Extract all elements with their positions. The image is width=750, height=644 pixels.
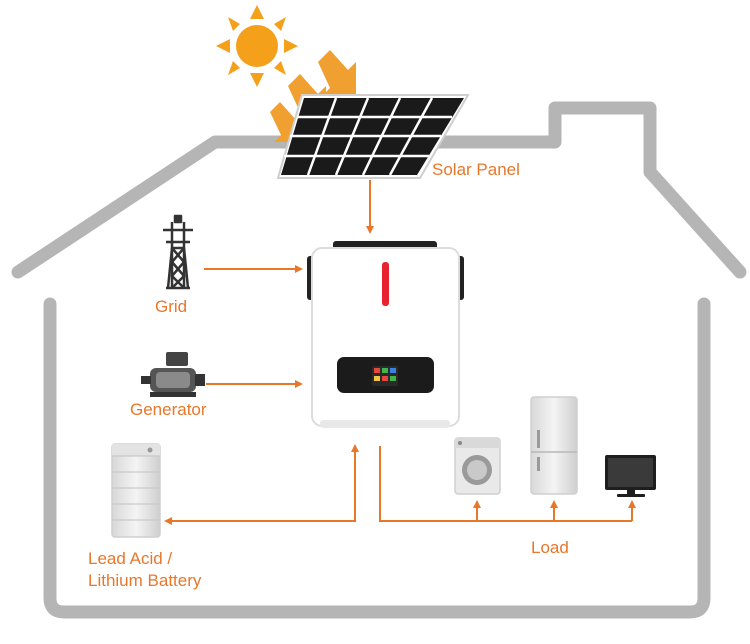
arrow-inverter-to-load — [379, 446, 632, 522]
load-label: Load — [531, 538, 569, 557]
arrow-inverter-battery — [164, 452, 356, 525]
house-walls — [43, 297, 711, 619]
battery-stack-icon — [111, 443, 161, 538]
solar-panel-icon — [276, 94, 470, 179]
battery-label-line2: Lithium Battery — [88, 571, 202, 590]
sun-icon — [216, 5, 298, 87]
flow-arrows — [164, 180, 636, 525]
generator-label: Generator — [130, 400, 207, 419]
washing-machine-icon — [454, 437, 501, 495]
grid-tower-icon — [163, 214, 193, 290]
refrigerator-icon — [530, 396, 578, 495]
battery-label-line1: Lead Acid / — [88, 549, 173, 568]
house-outline — [11, 101, 747, 279]
tv-icon — [605, 455, 656, 497]
battery-label: Lead Acid / Lithium Battery — [88, 548, 201, 592]
inverter-icon — [307, 241, 464, 428]
generator-icon — [141, 352, 205, 397]
solar-panel-label: Solar Panel — [432, 160, 520, 179]
grid-label: Grid — [155, 297, 188, 316]
